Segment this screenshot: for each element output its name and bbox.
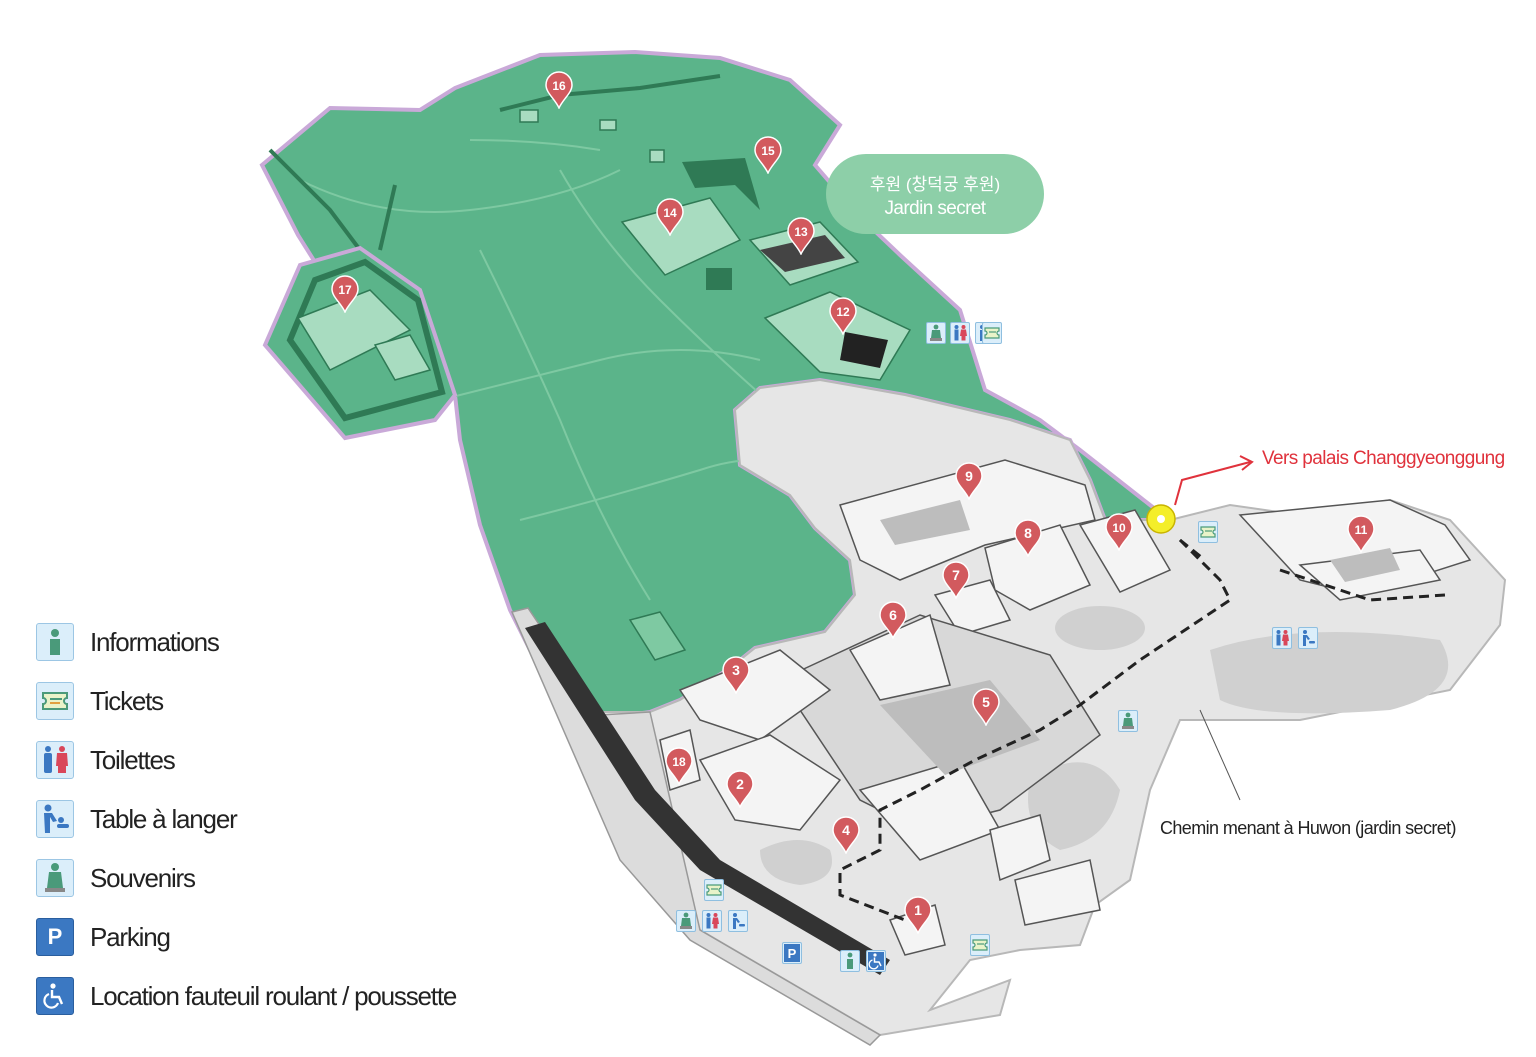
- marker-number: 9: [965, 468, 973, 484]
- marker-number: 11: [1355, 523, 1368, 537]
- lawns: [760, 606, 1449, 885]
- marker-pin-14[interactable]: 14: [656, 198, 684, 241]
- marker-number: 7: [952, 567, 960, 583]
- toilet-icon: [36, 741, 74, 779]
- parking-icon: P: [36, 918, 74, 956]
- marker-number: 15: [761, 144, 775, 158]
- parking-icon: P: [782, 942, 802, 964]
- marker-pin-6[interactable]: 6: [879, 601, 907, 644]
- marker-pin-7[interactable]: 7: [942, 561, 970, 604]
- marker-number: 12: [836, 305, 850, 319]
- legend-label: Toilettes: [90, 744, 176, 775]
- legend-item-tickets: Tickets: [36, 679, 164, 723]
- marker-number: 4: [842, 822, 850, 838]
- legend-label: Parking: [90, 921, 171, 952]
- marker-number: 14: [663, 206, 677, 220]
- ticket-icon: [36, 682, 74, 720]
- garden-walls: [268, 74, 721, 252]
- marker-pin-15[interactable]: 15: [754, 136, 782, 179]
- marker-pin-4[interactable]: 4: [832, 816, 860, 859]
- ponds: [682, 158, 888, 368]
- marker-number: 2: [736, 776, 744, 792]
- info-icon: [840, 950, 860, 972]
- wheelchair-icon: [36, 977, 74, 1015]
- ticket-icon: [970, 934, 990, 956]
- marker-number: 16: [552, 79, 566, 93]
- marker-pin-12[interactable]: 12: [829, 297, 857, 340]
- legend-item-souvenirs: Souvenirs: [36, 856, 196, 900]
- direction-label: Vers palais Changgyeonggung: [1262, 448, 1505, 469]
- marker-number: 8: [1024, 525, 1032, 541]
- info-icon: [36, 623, 74, 661]
- souvenir-icon: [676, 910, 696, 932]
- marker-pin-9[interactable]: 9: [955, 462, 983, 505]
- inner-courtyards: [880, 500, 1400, 775]
- legend-label: Informations: [90, 626, 220, 657]
- marker-pin-17[interactable]: 17: [331, 275, 359, 318]
- marker-pin-8[interactable]: 8: [1014, 519, 1042, 562]
- marker-number: 3: [732, 662, 740, 678]
- path-label-leader: [1199, 709, 1241, 801]
- legend-label: Table à langer: [90, 803, 238, 834]
- legend-label: Location fauteuil roulant / poussette: [90, 980, 457, 1011]
- garden-paths: [299, 139, 801, 601]
- marker-pin-16[interactable]: 16: [545, 71, 573, 114]
- baby-changing-icon: [1298, 627, 1318, 649]
- toilet-icon: [702, 910, 722, 932]
- baby-changing-icon: [36, 800, 74, 838]
- marker-number: 17: [338, 283, 352, 297]
- marker-number: 6: [889, 607, 897, 623]
- ticket-icon: [704, 879, 724, 901]
- path-label: Chemin menant à Huwon (jardin secret): [1160, 818, 1457, 838]
- marker-pin-2[interactable]: 2: [726, 770, 754, 813]
- legend-item-parking: P Parking: [36, 915, 171, 959]
- marker-pin-13[interactable]: 13: [787, 217, 815, 260]
- marker-pin-1[interactable]: 1: [904, 896, 932, 939]
- marker-number: 5: [982, 694, 990, 710]
- legend-label: Tickets: [90, 685, 164, 716]
- marker-pin-5[interactable]: 5: [972, 688, 1000, 731]
- road-band: [525, 622, 890, 975]
- legend-item-informations: Informations: [36, 620, 220, 664]
- parking-letter: P: [47, 924, 63, 949]
- marker-pin-10[interactable]: 10: [1105, 513, 1133, 556]
- marker-number: 1: [914, 902, 922, 918]
- garden-label-french: Jardin secret: [884, 198, 987, 219]
- walking-route: [838, 538, 1446, 922]
- wheelchair-icon: [866, 950, 886, 972]
- legend-item-location-fauteuil: Location fauteuil roulant / poussette: [36, 974, 457, 1018]
- toilet-icon: [1272, 627, 1292, 649]
- svg-text:P: P: [788, 946, 797, 961]
- garden-label: 후원 (창덕궁 후원) Jardin secret: [826, 154, 1044, 234]
- ticket-icon: [1198, 521, 1218, 543]
- marker-pin-18[interactable]: 18: [665, 747, 693, 790]
- legend-item-toilettes: Toilettes: [36, 738, 176, 782]
- toilet-icon: [950, 322, 970, 344]
- marker-pin-3[interactable]: 3: [722, 656, 750, 699]
- souvenir-icon: [926, 322, 946, 344]
- marker-number: 13: [794, 225, 808, 239]
- legend-item-table-a-langer: Table à langer: [36, 797, 238, 841]
- flower-gate-icon: [1146, 504, 1176, 534]
- marker-number: 18: [672, 755, 686, 769]
- ticket-icon: [982, 322, 1002, 344]
- direction-arrow: [1174, 455, 1254, 506]
- souvenir-icon: [1118, 710, 1138, 732]
- legend-label: Souvenirs: [90, 862, 196, 893]
- souvenir-icon: [36, 859, 74, 897]
- marker-number: 10: [1112, 521, 1126, 535]
- baby-changing-icon: [728, 910, 748, 932]
- garden-label-korean: 후원 (창덕궁 후원): [869, 175, 1001, 194]
- marker-pin-11[interactable]: 11: [1347, 515, 1375, 558]
